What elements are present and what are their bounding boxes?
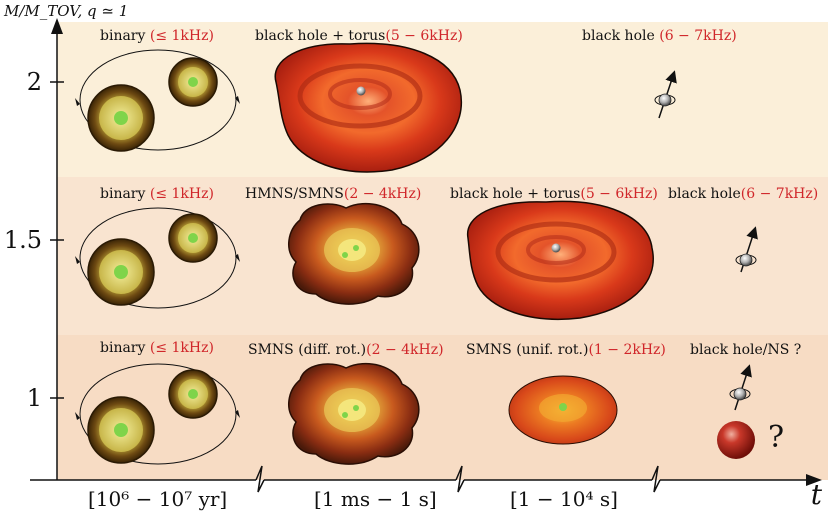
label-binary-low: binary (≤ 1kHz) [100, 340, 214, 356]
spinning-black-hole-low [729, 364, 752, 411]
hmns-remnant-mid [288, 202, 420, 305]
label-hmns-mid: HMNS/SMNS(2 − 4kHz) [245, 186, 422, 202]
x-axis-arrow-icon [806, 474, 822, 486]
smns-diff-rot-low [288, 362, 420, 465]
label-binary-mid: binary (≤ 1kHz) [100, 186, 214, 202]
label-smns-unif-low: SMNS (unif. rot.)(1 − 2kHz) [466, 342, 666, 358]
y-axis-title: M/M_TOV, q ≃ 1 [4, 2, 129, 20]
x-interval-3: [1 − 10⁴ s] [510, 487, 618, 511]
binary-system-low [75, 363, 240, 465]
y-axis-arrow-icon [51, 18, 63, 34]
label-bh-torus-mid: black hole + torus(5 − 6kHz) [450, 186, 658, 202]
spinning-black-hole-mid [735, 226, 758, 273]
label-smns-diff-low: SMNS (diff. rot.)(2 − 4kHz) [248, 342, 444, 358]
black-hole-torus-high [274, 42, 463, 173]
label-bh-high: black hole (6 − 7kHz) [582, 28, 737, 44]
spinning-black-hole-high [654, 70, 677, 119]
label-bh-mid: black hole(6 − 7kHz) [668, 186, 819, 202]
x-interval-2: [1 ms − 1 s] [314, 487, 437, 511]
time-axis-label: t [810, 478, 822, 511]
y-tick-label-1: 1 [26, 384, 42, 412]
binary-system-high [75, 49, 240, 152]
binary-system-mid [75, 207, 240, 309]
label-binary-high: binary (≤ 1kHz) [100, 28, 214, 44]
x-interval-1: [10⁶ − 10⁷ yr] [88, 487, 228, 511]
y-tick-label-1.5: 1.5 [3, 226, 42, 254]
black-hole-torus-mid [466, 200, 654, 320]
label-bh-ns-low: black hole/NS ? [690, 342, 802, 358]
question-mark: ? [768, 420, 785, 455]
x-axis [30, 465, 808, 493]
label-bh-torus-high: black hole + torus(5 − 6kHz) [255, 28, 463, 44]
smns-unif-rot-low [508, 375, 618, 445]
y-tick-label-2: 2 [26, 68, 42, 96]
neutron-star-ball-low [717, 421, 755, 459]
